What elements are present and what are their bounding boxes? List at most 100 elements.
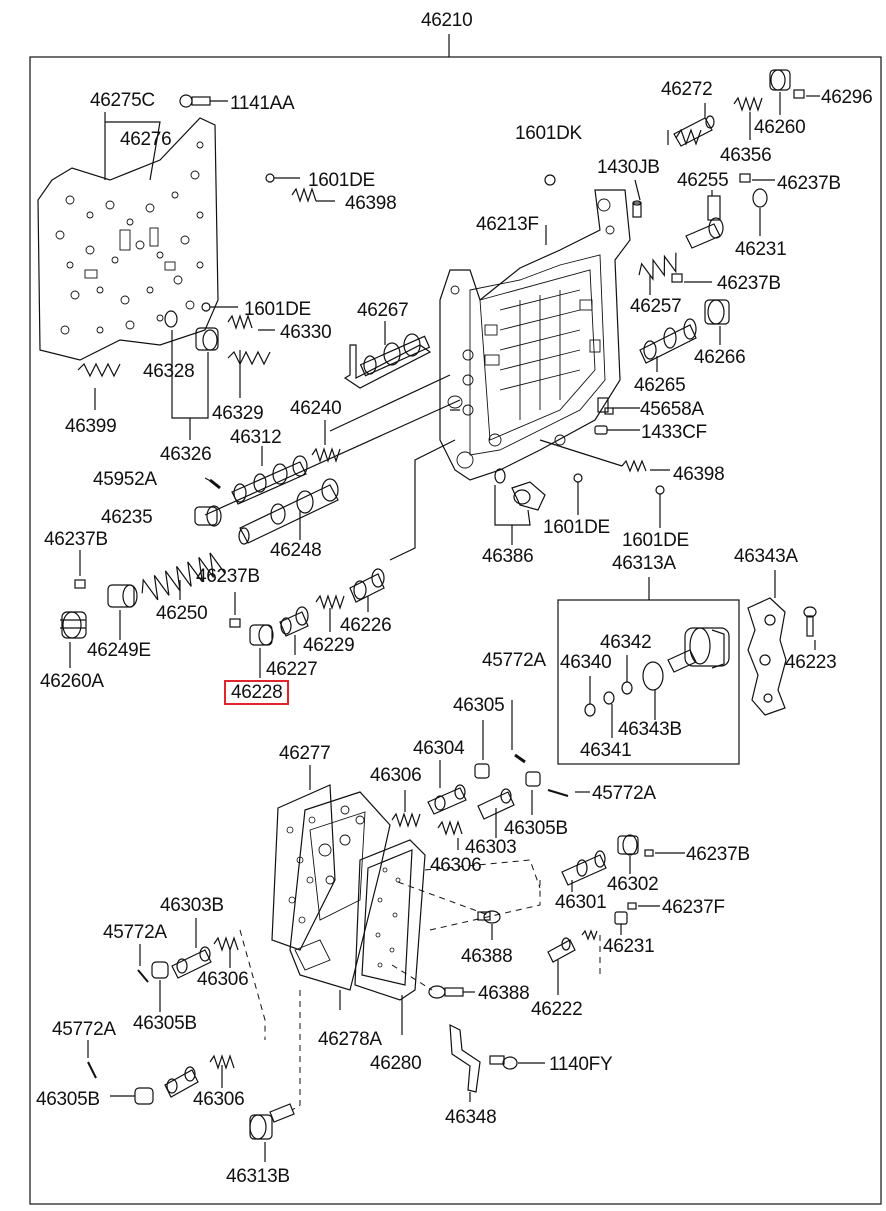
valve-46303 xyxy=(477,788,515,838)
label-46304: 46304 xyxy=(413,738,465,759)
bolt-1141AA xyxy=(179,94,211,108)
solenoid-46313A xyxy=(667,627,730,673)
valve-46304 xyxy=(427,784,467,815)
label-46306-b: 46306 xyxy=(430,855,482,876)
label-46266: 46266 xyxy=(694,347,746,368)
label-46305B-c: 46305B xyxy=(36,1089,100,1110)
label-45772A-b: 45772A xyxy=(592,783,656,804)
upper-valve-body-46213F xyxy=(439,189,631,481)
plug-46305 xyxy=(474,763,490,779)
retainer-46237B-c xyxy=(74,579,86,589)
plug-46231-b xyxy=(614,911,628,925)
label-46231-b: 46231 xyxy=(603,936,655,957)
label-46326: 46326 xyxy=(160,444,212,465)
label-46388-a: 46388 xyxy=(461,946,513,967)
label-46265: 46265 xyxy=(634,375,686,396)
label-45658A: 45658A xyxy=(640,399,704,420)
ball-1601DK xyxy=(544,174,556,186)
label-46280: 46280 xyxy=(370,1053,422,1074)
label-46237B-d: 46237B xyxy=(196,566,260,587)
label-46356: 46356 xyxy=(720,145,772,166)
spring-46398 xyxy=(291,187,317,203)
spring-46240 xyxy=(311,447,341,463)
label-1430JB: 1430JB xyxy=(597,157,660,178)
label-46240: 46240 xyxy=(290,398,342,419)
label-46250: 46250 xyxy=(156,603,208,624)
ring-46341 xyxy=(603,691,615,705)
plug-46305B-c xyxy=(134,1087,154,1105)
label-46226: 46226 xyxy=(340,615,392,636)
lower-valve-body xyxy=(289,791,391,991)
ball-1601DE-b xyxy=(201,302,211,312)
label-46237B-a: 46237B xyxy=(777,173,841,194)
label-46255: 46255 xyxy=(677,170,729,191)
label-46231-a: 46231 xyxy=(735,239,787,260)
label-46275C: 46275C xyxy=(90,90,155,111)
label-46248: 46248 xyxy=(270,540,322,561)
retainer-46296 xyxy=(793,89,805,99)
valve-46226 xyxy=(349,568,385,603)
label-46303B: 46303B xyxy=(160,895,224,916)
pin-1433CF xyxy=(594,425,608,435)
label-46277: 46277 xyxy=(279,743,331,764)
bracket-46343A xyxy=(747,597,787,716)
spring-46306-d xyxy=(209,1054,235,1070)
valve-46260 xyxy=(769,69,791,91)
spring-46329 xyxy=(227,350,271,366)
spring-46229 xyxy=(315,594,345,610)
label-46210: 46210 xyxy=(421,10,473,31)
label-46228-highlighted[interactable]: 46228 xyxy=(224,680,290,705)
label-45952A: 45952A xyxy=(93,469,157,490)
pin-45772A-c xyxy=(137,969,149,983)
label-46305-a: 46305 xyxy=(453,695,505,716)
label-46303: 46303 xyxy=(465,837,517,858)
label-46305B-b: 46305B xyxy=(133,1013,197,1034)
label-46329: 46329 xyxy=(212,403,264,424)
spring-46330 xyxy=(227,314,253,330)
bracket-46348 xyxy=(449,1023,481,1093)
retainer-46237F xyxy=(627,902,637,910)
valve-46306-d xyxy=(164,1066,199,1098)
label-46313A: 46313A xyxy=(612,553,676,574)
retainer-46237B-d xyxy=(229,618,241,628)
label-46302: 46302 xyxy=(607,874,659,895)
label-46222: 46222 xyxy=(531,999,583,1020)
pin-45772A-b xyxy=(547,789,569,797)
valve-46249E xyxy=(107,584,138,608)
spring-46356 xyxy=(733,96,763,112)
valve-46260A xyxy=(60,611,87,639)
label-46398-a: 46398 xyxy=(345,193,397,214)
spring-46398-b xyxy=(621,459,647,473)
valve-46255 xyxy=(685,195,724,249)
label-46213F: 46213F xyxy=(476,214,539,235)
label-46342: 46342 xyxy=(600,632,652,653)
plug-46235 xyxy=(194,505,222,527)
valve-46248 xyxy=(238,478,339,545)
label-46235: 46235 xyxy=(101,507,153,528)
valve-46272 xyxy=(673,115,715,147)
label-46237B-e: 46237B xyxy=(686,844,750,865)
spring-46399 xyxy=(77,362,121,378)
spring-46306-c xyxy=(213,936,239,952)
label-46272: 46272 xyxy=(661,79,713,100)
retainer-46237B-a xyxy=(739,173,751,183)
label-46227: 46227 xyxy=(266,659,318,680)
label-1433CF: 1433CF xyxy=(641,422,707,443)
assembly-frame xyxy=(29,56,882,1205)
label-46313B: 46313B xyxy=(226,1166,290,1187)
plug-46228 xyxy=(249,624,274,646)
label-46223: 46223 xyxy=(785,652,837,673)
label-46306-c: 46306 xyxy=(197,969,249,990)
label-46249E: 46249E xyxy=(87,640,151,661)
pin-45772A-a xyxy=(514,753,526,764)
valve-46266 xyxy=(704,299,730,325)
pin-45772A-d xyxy=(87,1061,97,1079)
label-46343B: 46343B xyxy=(618,719,682,740)
label-46328: 46328 xyxy=(143,361,195,382)
label-46260: 46260 xyxy=(754,117,806,138)
clip-45658A xyxy=(597,397,614,415)
label-46388-b: 46388 xyxy=(478,983,530,1004)
label-1601DE-b: 1601DE xyxy=(244,299,311,320)
valve-46222 xyxy=(547,937,576,963)
